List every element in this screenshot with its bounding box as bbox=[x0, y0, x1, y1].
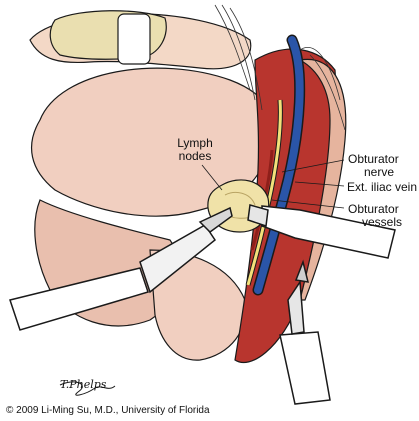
label-obturator-nerve-line1: Obturator bbox=[348, 152, 399, 166]
artist-signature-mark bbox=[59, 381, 116, 396]
bottom-scissors bbox=[279, 259, 331, 405]
label-obturator-nerve-line2: nerve bbox=[364, 165, 395, 179]
label-lymph-nodes-line1: Lymph bbox=[177, 136, 213, 150]
fibrous-strands bbox=[214, 4, 346, 131]
copyright-notice: © 2009 Li-Ming Su, M.D., University of F… bbox=[6, 405, 210, 416]
label-lymph-nodes: Lymph nodes bbox=[168, 137, 222, 163]
right-grasper bbox=[247, 204, 396, 259]
ext-iliac-vein-fill bbox=[254, 36, 304, 294]
label-ext-iliac-vein: Ext. iliac vein bbox=[347, 180, 418, 194]
label-lymph-nodes-line2: nodes bbox=[178, 149, 212, 163]
symphysis-gap bbox=[117, 13, 151, 65]
label-obturator-nerve: Obturator nerve bbox=[348, 153, 399, 179]
label-obturator-vessels-line2: vessels bbox=[362, 215, 403, 229]
artist-signature: T.Phelps bbox=[60, 378, 107, 391]
leader-lines bbox=[201, 159, 345, 209]
right-sidewall bbox=[298, 58, 347, 301]
label-obturator-vessels: Obturator vessels bbox=[348, 203, 402, 229]
left-grasper bbox=[9, 206, 233, 331]
label-obturator-vessels-line1: Obturator bbox=[348, 202, 399, 216]
lower-tissue-2 bbox=[149, 249, 247, 361]
